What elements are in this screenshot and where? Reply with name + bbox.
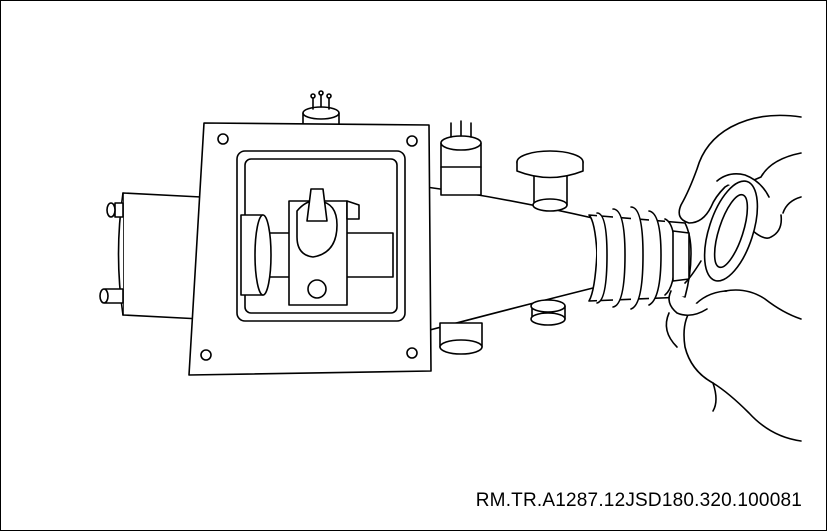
- sensor-plug: [440, 120, 482, 196]
- housing-body: [425, 186, 598, 332]
- lower-boss: [530, 299, 566, 326]
- rubber-boot: [588, 206, 692, 310]
- lower-hand: [665, 289, 802, 442]
- drain-boss: [439, 322, 483, 355]
- output-flange: [516, 150, 584, 212]
- grip-ring: [684, 180, 759, 284]
- motor-housing: [99, 192, 202, 320]
- shift-fork: [288, 188, 360, 306]
- top-connector: [302, 90, 340, 126]
- figure-reference-code: RM.TR.A1287.12JSD180.320.100081: [475, 490, 802, 511]
